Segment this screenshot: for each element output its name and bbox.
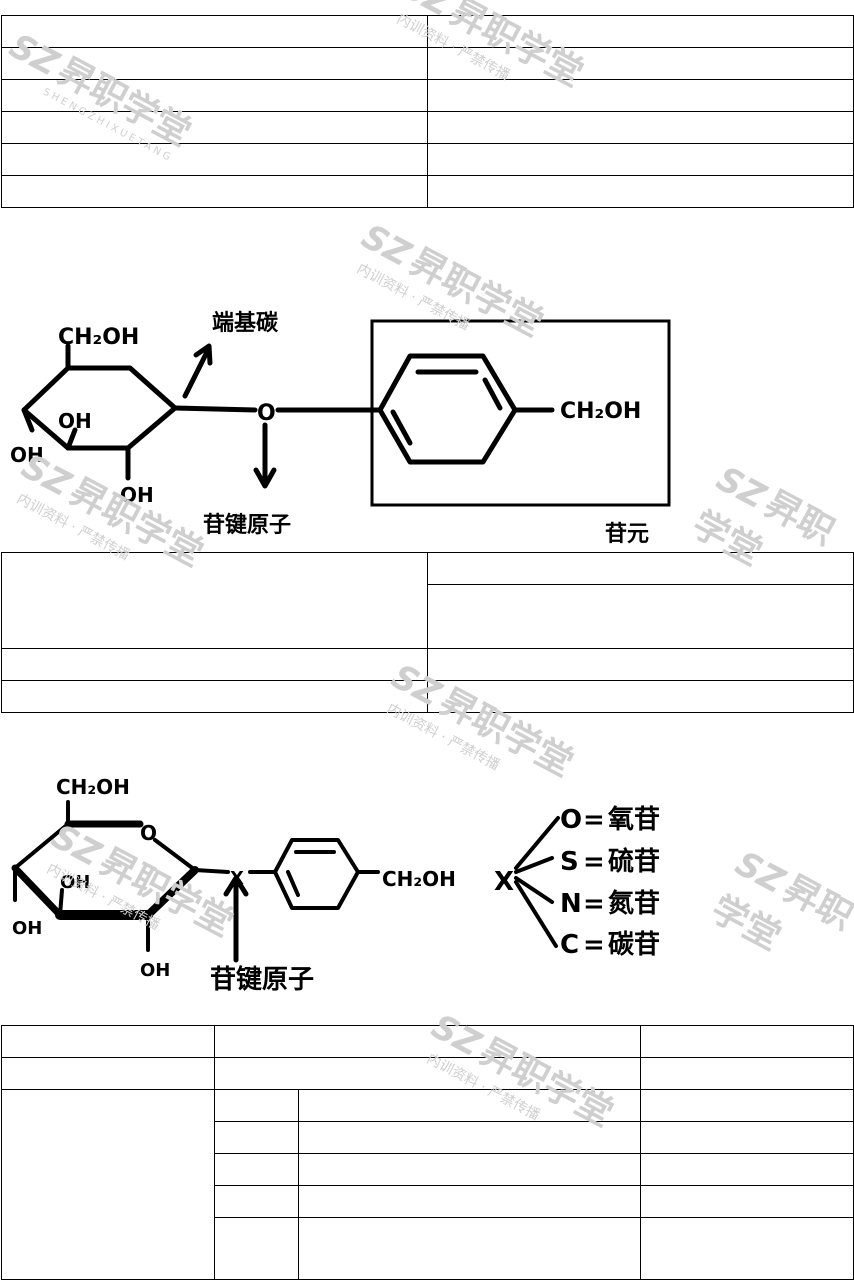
oh-label: OH (10, 443, 44, 467)
table-cell (427, 175, 854, 208)
x-atom-label: X (230, 868, 244, 889)
table-cell (427, 79, 854, 112)
table-cell (1, 143, 428, 176)
watermark-logo-icon: SZ (355, 216, 418, 275)
table-cell (298, 1153, 641, 1186)
class-name: 氮苷 (608, 889, 660, 919)
table-cell (298, 1089, 641, 1122)
table-cell (640, 1057, 854, 1090)
glycoside-class-list: O = 氧苷 S = 硫苷 N = 氮苷 C = 碳苷 (560, 805, 660, 960)
table-cell (1, 79, 428, 112)
oh-label: OH (60, 872, 90, 893)
table-cell (214, 1153, 299, 1186)
table-cell (1, 1025, 215, 1058)
table-cell (640, 1089, 854, 1122)
table-2 (1, 552, 854, 713)
table-cell (640, 1153, 854, 1186)
table-cell (1, 680, 428, 713)
sugar-ring (21, 365, 178, 451)
table-cell (214, 1089, 299, 1122)
table-cell (427, 111, 854, 144)
ch2oh-right-label: CH₂OH (382, 867, 456, 891)
class-eq: = (583, 930, 605, 960)
table-cell (298, 1121, 641, 1154)
table-cell (1, 1057, 215, 1090)
ring-oxygen: O (140, 821, 157, 845)
table-cell (640, 1185, 854, 1218)
glycoside-classification-figure: CH₂OH O OH OH OH X CH₂OH 苷键原子 X O = 氧苷 S… (11, 775, 660, 995)
glycosidic-atom-label: 苷键原子 (203, 512, 291, 538)
ch2oh-top-label: CH₂OH (58, 325, 139, 350)
table-cell (427, 648, 854, 681)
class-atom: N (560, 889, 582, 919)
oh-label: OH (120, 483, 154, 507)
benzene-ring (273, 838, 360, 910)
table-cell (427, 143, 854, 176)
class-atom: C (560, 930, 579, 960)
table-cell (214, 1121, 299, 1154)
table-cell (214, 1217, 299, 1280)
x-left-label: X (494, 867, 514, 897)
table-cell (1, 648, 428, 681)
table-1 (1, 15, 854, 208)
table-cell (1, 111, 428, 144)
table-cell (427, 552, 854, 585)
watermark: SZ 昇职学堂 (704, 843, 854, 959)
class-eq: = (583, 889, 605, 919)
anomeric-carbon-label: 端基碳 (212, 311, 279, 336)
table-cell (427, 47, 854, 80)
oh-label: OH (58, 409, 92, 433)
glycoside-structure-figure: CH₂OH OH OH OH O CH₂OH 端基碳 苷键原子 苷元 (10, 311, 671, 547)
table-cell (298, 1217, 641, 1280)
class-eq: = (583, 847, 605, 877)
ch2oh-top-label: CH₂OH (56, 775, 130, 799)
glycosidic-atom-label: 苷键原子 (210, 964, 314, 995)
table-cell (1, 47, 428, 80)
table-cell (214, 1185, 299, 1218)
table-cell (1, 1089, 215, 1280)
table-3 (1, 1025, 854, 1280)
table-cell (1, 15, 428, 48)
oh-label: OH (140, 960, 170, 981)
ch2oh-right-label: CH₂OH (560, 399, 641, 424)
table-cell (1, 175, 428, 208)
class-name: 碳苷 (608, 930, 660, 960)
watermark-logo-icon: SZ (728, 843, 791, 902)
table-cell (640, 1025, 854, 1058)
table-cell (427, 15, 854, 48)
table-cell (640, 1217, 854, 1280)
table-cell (427, 584, 854, 649)
class-atom: S (560, 847, 579, 877)
table-cell (298, 1185, 641, 1218)
table-cell (214, 1025, 641, 1058)
class-eq: = (583, 805, 605, 835)
table-cell (1, 552, 428, 649)
class-name: 硫苷 (608, 846, 660, 877)
aglycone-label: 苷元 (605, 522, 649, 547)
oh-label: OH (12, 918, 42, 939)
watermark-logo-icon: SZ (709, 458, 773, 518)
class-atom: O (560, 805, 582, 835)
table-cell (640, 1121, 854, 1154)
table-cell (427, 680, 854, 713)
class-name: 氧苷 (607, 805, 660, 835)
glycosidic-oxygen: O (257, 401, 276, 426)
table-cell (214, 1057, 641, 1090)
aglycone-box (370, 319, 671, 507)
benzene-ring (377, 353, 518, 465)
